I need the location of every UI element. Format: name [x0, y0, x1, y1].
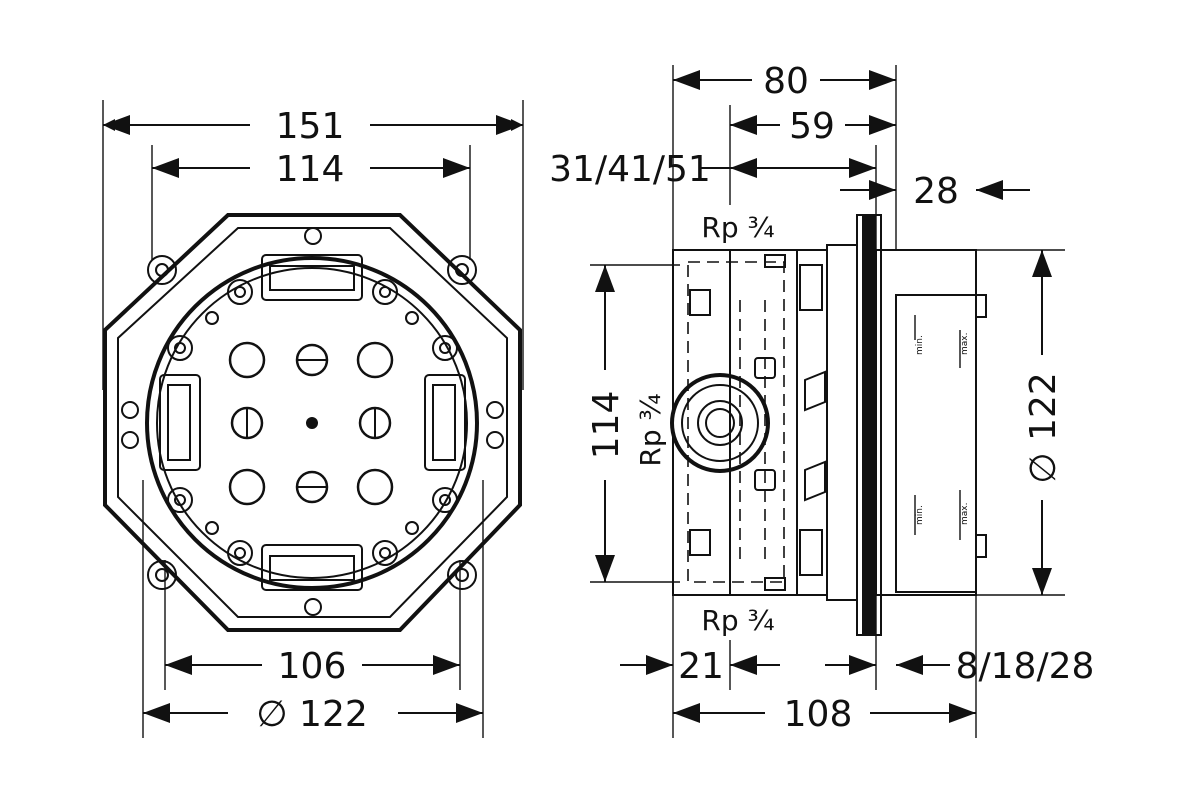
dim-d122-label: ∅ 122	[256, 694, 368, 735]
dim-d122-side-label: ∅ 122	[1023, 372, 1064, 484]
dim-bottom-diameter: ∅ 122	[143, 694, 483, 735]
connection-side-label: Rp ¾	[634, 393, 667, 466]
dim-bottom-width: 106	[165, 646, 460, 687]
dim-108-label: 108	[784, 694, 853, 735]
dim-depth-59: 59	[730, 106, 896, 147]
dim-inner-width: 114	[152, 149, 470, 190]
dim-21-label: 21	[678, 646, 724, 687]
mark-min-bottom: min.	[915, 505, 925, 525]
dim-114-side-label: 114	[586, 391, 627, 460]
main-ring	[145, 256, 479, 590]
dim-59-label: 59	[789, 106, 835, 147]
dim-80-label: 80	[763, 61, 809, 102]
side-connection	[670, 373, 770, 473]
dim-depth-options: 31/41/51	[549, 149, 876, 190]
dim-8-18-28-label: 8/18/28	[956, 646, 1095, 687]
dim-31-41-51-label: 31/41/51	[549, 149, 711, 190]
dim-plate: 28	[840, 171, 1030, 212]
dim-114-label: 114	[276, 149, 345, 190]
mark-max-bottom: max.	[960, 503, 970, 525]
dim-151-label: 151	[276, 106, 345, 147]
connection-bottom-label: Rp ¾	[701, 604, 774, 637]
housing-body	[672, 249, 798, 596]
dim-106-label: 106	[278, 646, 347, 687]
dim-bottom-depth: 108	[673, 694, 976, 735]
side-view: 80 59 31/41/51 28 Rp ¾	[549, 61, 1094, 738]
octagon-housing	[103, 213, 522, 632]
mark-min-top: min.	[915, 335, 925, 355]
dim-diameter-right: ∅ 122	[1023, 250, 1064, 595]
dim-offset-21: 21	[620, 646, 780, 687]
dim-height: 114	[586, 265, 627, 582]
finish-set-box	[875, 249, 977, 596]
dim-overall-width: 151	[103, 106, 523, 147]
dim-range-bottom: 8/18/28	[825, 646, 1094, 687]
front-view: 151 114	[102, 100, 524, 738]
mark-max-top: max.	[960, 333, 970, 355]
connection-top-label: Rp ¾	[701, 211, 774, 244]
mounting-plate	[862, 215, 876, 635]
dim-28-label: 28	[913, 171, 959, 212]
dim-depth-total: 80	[673, 61, 896, 102]
